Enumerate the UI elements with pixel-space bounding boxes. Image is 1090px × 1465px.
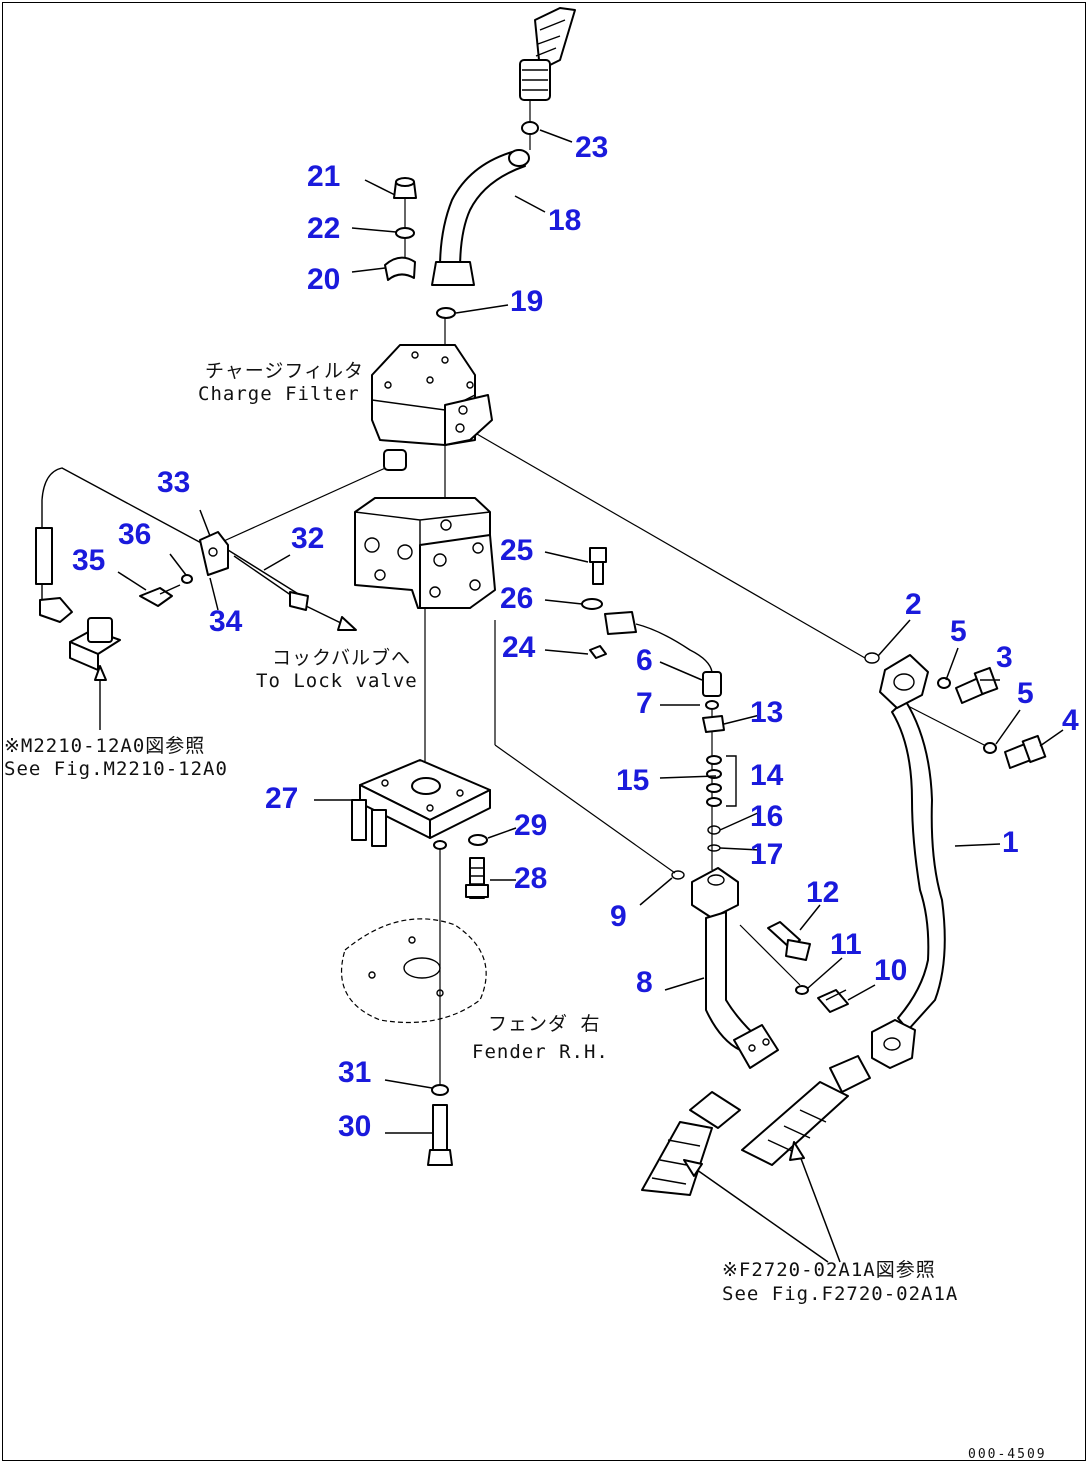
callout-27[interactable]: 27 [265, 782, 298, 815]
callout-21[interactable]: 21 [307, 160, 340, 193]
sensor-harness [604, 611, 722, 710]
ref-m2210-label-jp: ※M2210-12A0図参照 [4, 735, 205, 757]
callout-7[interactable]: 7 [636, 687, 653, 720]
washer-bolt-28-29 [465, 834, 489, 899]
o-ring-2 [864, 652, 880, 664]
callout-28[interactable]: 28 [514, 862, 547, 895]
callout-24[interactable]: 24 [502, 631, 536, 664]
fitting-12-10-11 [767, 921, 849, 1013]
callout-13[interactable]: 13 [750, 696, 783, 729]
annotation-notes: チャージフィルタ Charge Filter コックバルブへ To Lock v… [4, 360, 1047, 1462]
callout-34[interactable]: 34 [209, 605, 243, 638]
fender-label-jp: フェンダ 右 [488, 1013, 600, 1035]
callout-15[interactable]: 15 [616, 764, 649, 797]
ref-f2720-label-en: See Fig.F2720-02A1A [722, 1283, 958, 1305]
valve-block [354, 497, 496, 609]
pipe-8 [691, 867, 779, 1069]
cap-washer-clamp [384, 177, 417, 281]
callout-18[interactable]: 18 [548, 204, 581, 237]
leader-lines [117, 129, 1064, 1134]
callout-14[interactable]: 14 [750, 759, 784, 792]
fender-label-en: Fender R.H. [472, 1041, 609, 1063]
callout-22[interactable]: 22 [307, 212, 340, 245]
callout-16[interactable]: 16 [750, 800, 783, 833]
callout-35[interactable]: 35 [72, 544, 105, 577]
ref-f2720-label-jp: ※F2720-02A1A図参照 [722, 1259, 936, 1281]
callout-29[interactable]: 29 [514, 809, 547, 842]
o-ring-9 [671, 870, 685, 880]
pipe-18 [431, 149, 530, 286]
callout-25[interactable]: 25 [500, 534, 533, 567]
callout-11[interactable]: 11 [830, 928, 862, 961]
callout-26[interactable]: 26 [500, 582, 533, 615]
callout-5b[interactable]: 5 [1017, 677, 1034, 710]
callout-6[interactable]: 6 [636, 644, 653, 677]
callout-1[interactable]: 1 [1002, 826, 1019, 859]
reference-arrows [683, 1141, 841, 1263]
drawing-code: 000-4509 [968, 1447, 1047, 1462]
charge-filter-head [371, 344, 493, 446]
lock-valve-arrowhead [337, 616, 357, 631]
callout-4[interactable]: 4 [1062, 704, 1079, 737]
callout-17[interactable]: 17 [750, 838, 783, 871]
callout-8[interactable]: 8 [636, 966, 653, 999]
upper-hose-end [519, 7, 576, 135]
bracket-27 [351, 759, 491, 850]
callout-36[interactable]: 36 [118, 518, 151, 551]
charge-filter-label-jp: チャージフィルタ [205, 360, 364, 382]
o-ring-19 [436, 307, 456, 319]
left-switch-assembly [35, 527, 121, 730]
lock-valve-label-jp: コックバルブへ [272, 646, 411, 669]
callout-9[interactable]: 9 [610, 900, 627, 933]
callout-numbers: 1 2 3 4 5 5 6 7 8 9 10 11 12 13 14 15 16… [72, 131, 1079, 1143]
callout-3[interactable]: 3 [996, 641, 1013, 674]
callout-2[interactable]: 2 [905, 588, 922, 621]
lower-hoses [641, 1055, 871, 1196]
pipe-1 [871, 654, 946, 1069]
callout-20[interactable]: 20 [307, 263, 340, 296]
bolts-3-4-5 [937, 666, 1047, 769]
callout-19[interactable]: 19 [510, 285, 543, 318]
ref-m2210-label-en: See Fig.M2210-12A0 [4, 758, 228, 780]
charge-filter-label-en: Charge Filter [198, 383, 360, 405]
callout-23[interactable]: 23 [575, 131, 608, 164]
bolt-washer-clip [581, 547, 607, 659]
lock-valve-arrow [305, 605, 346, 626]
callout-5a[interactable]: 5 [950, 615, 967, 648]
callout-33[interactable]: 33 [157, 466, 190, 499]
fender-panel [341, 918, 487, 1024]
connector-bracket [139, 531, 309, 611]
callout-31[interactable]: 31 [338, 1056, 371, 1089]
callout-30[interactable]: 30 [338, 1110, 371, 1143]
callout-10[interactable]: 10 [874, 954, 907, 987]
filter-boss [383, 449, 407, 471]
washer-bolt-30-31 [427, 1084, 453, 1166]
lock-valve-label-en: To Lock valve [256, 670, 418, 692]
callout-12[interactable]: 12 [806, 876, 839, 909]
spring-stack [702, 715, 737, 852]
callout-32[interactable]: 32 [291, 522, 324, 555]
